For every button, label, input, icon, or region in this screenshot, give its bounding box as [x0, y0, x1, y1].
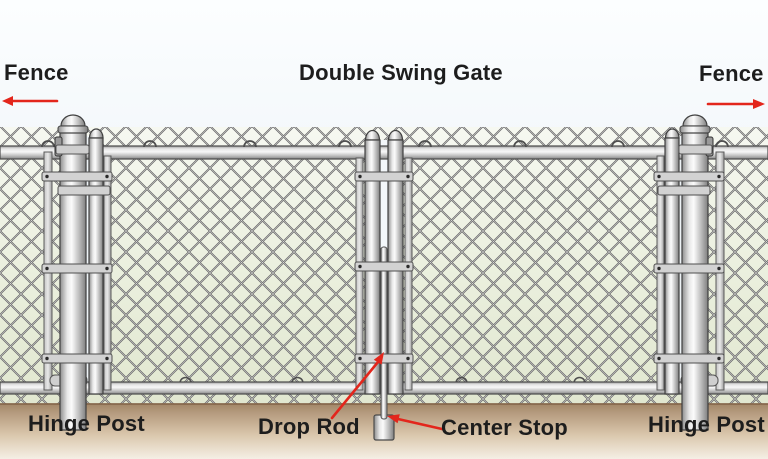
fence-label-left: Fence	[4, 60, 69, 85]
right-hinge-post	[678, 114, 714, 431]
left-gate-gap	[86, 136, 89, 390]
drop-rod-bar	[380, 246, 388, 420]
drop-rod-label: Drop Rod	[258, 414, 360, 439]
fence-right-arrow-icon	[706, 99, 765, 109]
fence-left-arrow-icon	[2, 96, 59, 106]
dome-cap	[682, 114, 708, 127]
fence-label-right: Fence	[699, 61, 764, 86]
top-rail	[0, 140, 768, 160]
left-hinge-post	[54, 114, 90, 431]
post-cap	[88, 128, 104, 139]
top-rail-tie-wires	[41, 140, 729, 148]
tension-bands	[41, 171, 725, 364]
hinge-post-label-right: Hinge Post	[648, 412, 765, 437]
top-hinge-band	[678, 144, 713, 155]
annotation-arrows	[2, 96, 765, 431]
center-stop-arrow-icon	[387, 414, 444, 431]
right-gate-gap	[679, 136, 682, 390]
post-cap	[387, 129, 404, 141]
diagram-title: Double Swing Gate	[299, 60, 503, 85]
dome-cap	[60, 114, 86, 127]
band-bolts	[45, 174, 721, 361]
post-cap	[364, 129, 381, 141]
hinge-post-label-left: Hinge Post	[28, 411, 145, 436]
center-stop-label: Center Stop	[441, 415, 568, 440]
center-gate-gap	[380, 140, 388, 248]
post-cap	[664, 128, 680, 139]
cap-collar	[57, 125, 89, 134]
cap-collar	[679, 125, 711, 134]
top-hinge-band	[55, 144, 90, 155]
drop-rod-arrow-icon	[330, 352, 384, 420]
